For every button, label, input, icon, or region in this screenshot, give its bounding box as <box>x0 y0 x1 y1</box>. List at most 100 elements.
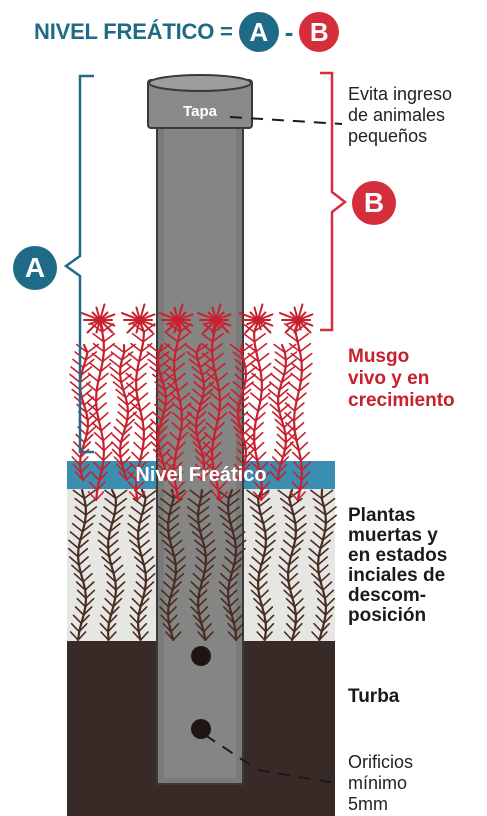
dead-moss-2-leaf <box>107 622 117 633</box>
live-moss-1-leaf <box>98 471 108 482</box>
live-moss-side-5-leaf <box>231 471 241 481</box>
live-moss-3-stem <box>173 479 178 492</box>
live-moss-3-leaf <box>175 441 186 452</box>
live-moss-side-1-leaf <box>72 358 85 369</box>
live-moss-3-leaf <box>173 352 186 363</box>
cap-desc-line-1: Evita ingreso <box>348 84 453 104</box>
dead-moss-9-leaf <box>317 564 329 575</box>
live-moss-side-6-leaf <box>277 388 289 399</box>
dead-moss-7-leaf <box>265 531 277 541</box>
live-moss-4-stem <box>216 380 221 393</box>
live-moss-2-stem <box>141 419 145 432</box>
live-moss-side-4-leaf <box>186 411 198 421</box>
live-moss-4-stem <box>214 419 219 432</box>
live-moss-side-2-leaf <box>120 373 132 384</box>
live-moss-6-head <box>297 319 314 327</box>
dead-moss-9-leaf <box>310 572 322 583</box>
live-moss-5-stem <box>253 419 257 432</box>
dead-moss-9-leaf <box>323 497 336 508</box>
live-moss-1-leaf <box>100 461 111 472</box>
live-moss-3-leaf <box>173 461 183 472</box>
live-moss-side-3-leaf <box>163 456 173 466</box>
dead-moss-3-leaf <box>139 597 150 608</box>
dead-moss-2-leaf <box>99 522 111 533</box>
dead-moss-5-stem <box>196 605 201 617</box>
live-moss-3-leaf <box>179 323 192 333</box>
live-moss-side-5-stem <box>244 373 248 384</box>
live-moss-5-leaf <box>252 471 263 482</box>
dead-moss-6-leaf <box>227 631 237 641</box>
live-moss-6-stem <box>292 419 296 432</box>
dead-moss-5-leaf <box>190 606 201 616</box>
live-moss-side-2-leaf <box>123 463 133 474</box>
live-moss-3-stem <box>174 380 179 393</box>
live-moss-1-leaf <box>95 392 107 402</box>
live-moss-2-leaf <box>131 332 145 343</box>
live-moss-4-stem <box>213 320 218 333</box>
live-moss-side-4-leaf <box>199 396 211 406</box>
live-moss-2-leaf <box>127 481 137 491</box>
dead-moss-4-leaf <box>168 506 181 516</box>
dead-moss-1-leaf <box>81 522 94 533</box>
live-moss-side-5-leaf <box>240 388 252 399</box>
dead-moss-6-leaf <box>218 581 229 591</box>
live-moss-5-stem <box>255 350 260 363</box>
live-moss-5-leaf <box>244 421 256 432</box>
live-moss-6-head <box>293 306 299 321</box>
live-moss-side-6-leaf <box>282 448 292 459</box>
dead-moss-1-stem <box>84 597 88 608</box>
live-moss-6-leaf <box>298 441 309 452</box>
water-table-label: Nivel Freático <box>135 464 267 486</box>
live-moss-4-stem <box>213 370 219 383</box>
dead-moss-6-leaf <box>227 506 240 516</box>
live-moss-side-4-leaf <box>200 471 210 481</box>
live-moss-6-head <box>297 303 304 321</box>
dead-moss-4-leaf <box>159 531 171 541</box>
dead-moss-6-leaf <box>217 506 230 516</box>
dead-moss-9-leaf <box>310 539 322 550</box>
live-moss-1-leaf <box>92 342 105 353</box>
dead-moss-6-leaf <box>230 606 241 616</box>
dead-moss-5-stem <box>196 505 201 517</box>
dead-moss-6-leaf <box>230 564 242 575</box>
live-moss-6-leaf <box>293 461 303 472</box>
live-moss-1-leaf <box>103 441 114 452</box>
live-moss-4-leaf <box>204 362 216 373</box>
tapa-leader <box>229 116 343 125</box>
live-moss-5-leaf <box>260 471 271 482</box>
live-moss-4-stem <box>216 409 221 422</box>
dead-moss-5-leaf <box>198 497 211 508</box>
dead-moss-4-stem <box>166 513 171 525</box>
live-moss-1-leaf <box>94 441 105 452</box>
live-moss-side-3-leaf <box>157 426 168 436</box>
dead-moss-8-leaf <box>285 597 296 608</box>
dead-moss-1-leaf <box>72 489 86 500</box>
live-moss-6-leaf <box>286 392 298 402</box>
dead-moss-5-leaf <box>203 539 216 550</box>
dead-moss-4-leaf <box>159 497 173 508</box>
live-moss-side-4-leaf <box>202 463 212 474</box>
dead-moss-6-leaf <box>217 489 230 500</box>
dead-moss-2-stem <box>114 580 118 592</box>
live-moss-side-3-stem <box>163 388 168 399</box>
live-moss-2-leaf <box>127 471 138 482</box>
dead-moss-7-stem <box>262 547 267 558</box>
dead-moss-8-leaf <box>294 614 305 625</box>
live-moss-6-leaf <box>289 491 299 501</box>
dead-moss-8-leaf <box>282 506 295 516</box>
live-moss-2-head <box>120 312 141 321</box>
dead-moss-1-stem <box>84 588 88 600</box>
live-moss-side-1-leaf <box>80 463 90 474</box>
live-moss-3-stem <box>173 370 177 383</box>
live-moss-side-3-leaf <box>163 403 175 414</box>
dead-moss-7-stem <box>258 563 263 575</box>
live-moss-side-3-leaf <box>159 366 172 376</box>
live-moss-4-stem <box>218 400 222 413</box>
dead-moss-6-stem <box>233 538 238 550</box>
dead-moss-8-leaf <box>292 539 304 550</box>
dead-moss-2-leaf <box>103 506 116 516</box>
live-moss-2-head <box>139 319 156 327</box>
title-text: NIVEL FREÁTICO = <box>34 19 233 44</box>
dead-moss-6-leaf <box>219 514 232 525</box>
live-moss-side-1-leaf <box>71 448 82 459</box>
